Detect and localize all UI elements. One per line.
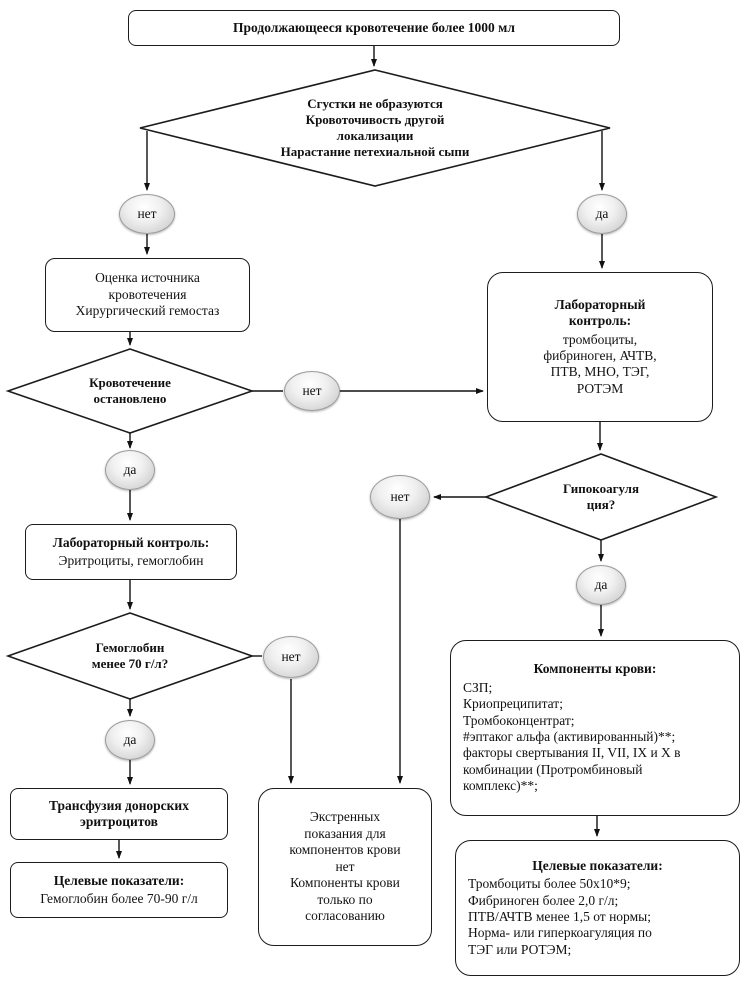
no-oval-hemoglobin: нет — [263, 636, 319, 678]
lab-control-left-body: Эритроциты, гемоглобин — [58, 553, 204, 568]
blood-components-body: СЗП; Криопреципитат; Тромбоконцентрат; #… — [463, 679, 681, 794]
yes-oval-clots: да — [577, 194, 627, 234]
yes-oval-hemoglobin: да — [105, 720, 155, 760]
decision-clots-label: Сгустки не образуются Кровоточивость дру… — [280, 95, 470, 160]
yes-oval-stopped: да — [105, 450, 155, 490]
lab-control-right-body: тромбоциты, фибриноген, АЧТВ, ПТВ, МНО, … — [543, 331, 657, 396]
no-oval-clots: нет — [119, 194, 175, 234]
lab-control-left-node: Лабораторный контроль: Эритроциты, гемог… — [25, 524, 237, 580]
targets-left-title: Целевые показатели: — [53, 872, 185, 888]
decision-clots-shape — [139, 69, 611, 187]
targets-left-node: Целевые показатели: Гемоглобин более 70-… — [10, 862, 228, 918]
start-node: Продолжающееся кровотечение более 1000 м… — [128, 10, 620, 46]
targets-right-title: Целевые показатели: — [532, 857, 663, 873]
decision-hypocoagulation-label: Гипокоагуля ция? — [563, 480, 639, 512]
targets-right-body: Тромбоциты более 50x10*9; Фибриноген бол… — [468, 876, 652, 957]
lab-control-left-title: Лабораторный контроль: — [52, 534, 210, 550]
decision-stopped-label: Кровотечение остановлено — [89, 374, 171, 406]
decision-hemoglobin-label: Гемоглобин менее 70 г/л? — [91, 639, 169, 671]
transfusion-node: Трансфузия донорских эритроцитов — [10, 788, 228, 840]
lab-control-right-node: Лабораторный контроль: тромбоциты, фибри… — [487, 272, 713, 422]
blood-components-title: Компоненты крови: — [533, 661, 657, 677]
no-oval-stopped: нет — [284, 371, 340, 411]
lab-control-right-title: Лабораторный контроль: — [554, 296, 646, 329]
yes-oval-hypocoagulation: да — [576, 565, 626, 605]
targets-left-body: Гемоглобин более 70-90 г/л — [40, 891, 198, 906]
targets-right-node: Целевые показатели: Тромбоциты более 50x… — [455, 840, 740, 976]
blood-components-node: Компоненты крови: СЗП; Криопреципитат; Т… — [450, 640, 740, 816]
no-oval-hypocoagulation: нет — [370, 475, 430, 519]
no-emergency-node: Экстренных показания для компонентов кро… — [258, 788, 432, 946]
assess-source-node: Оценка источника кровотечения Хирургичес… — [45, 258, 250, 332]
